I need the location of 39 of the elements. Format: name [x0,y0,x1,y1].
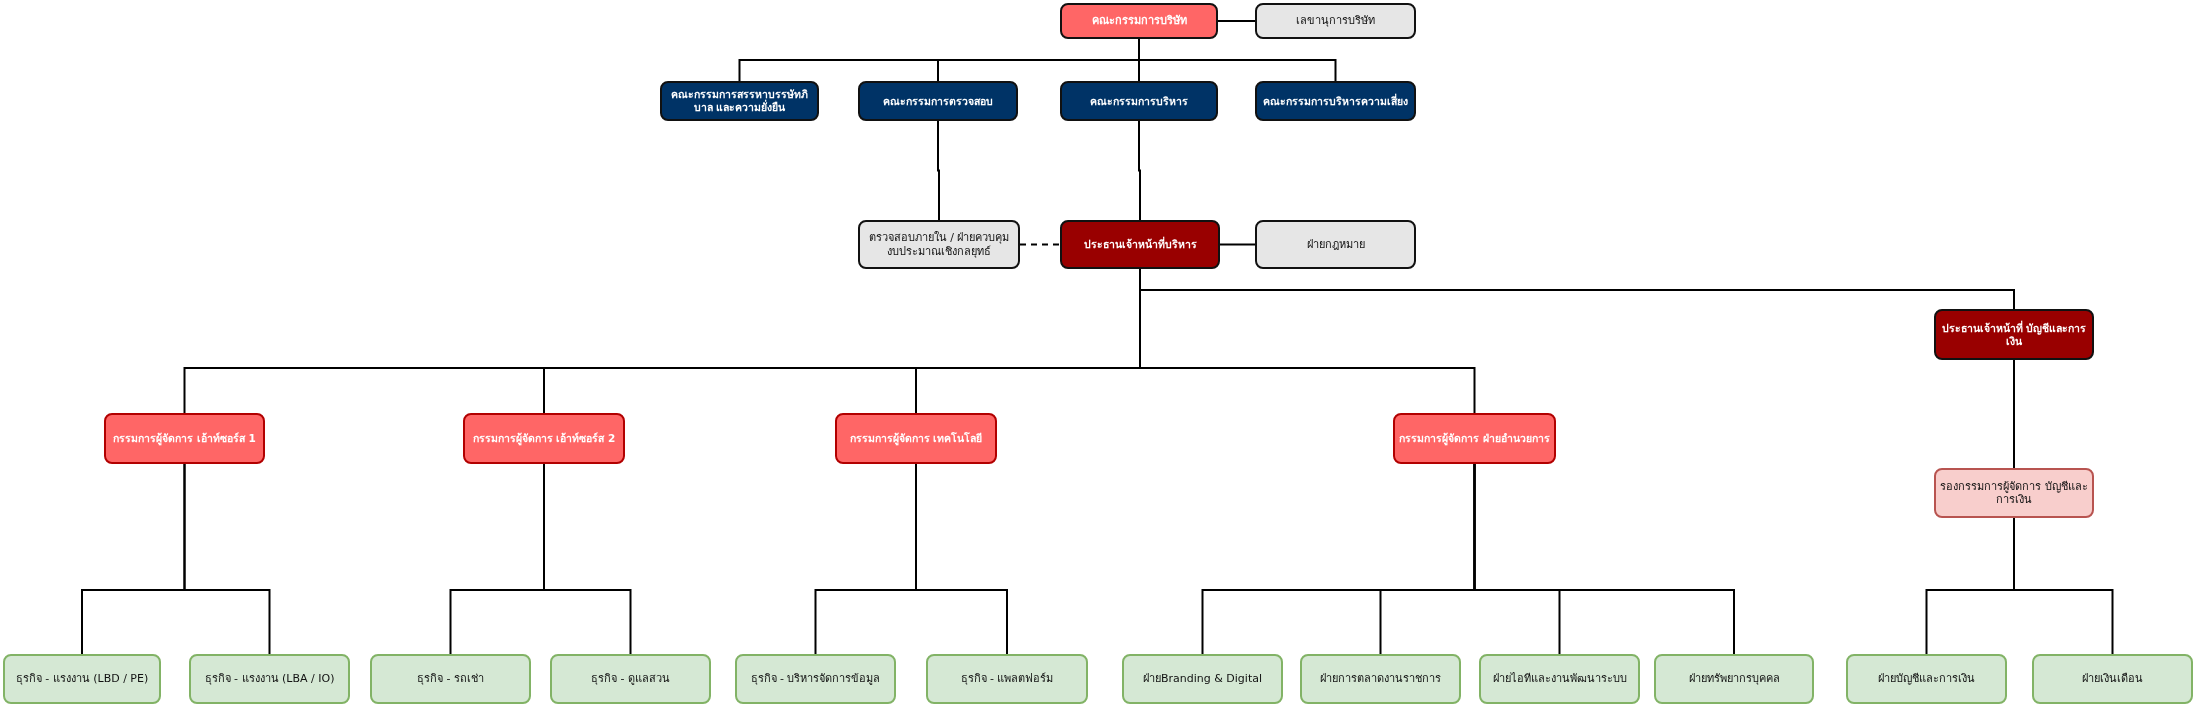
connector-line [1217,20,1256,22]
director-box: กรรมการผู้จัดการ ฝ่ายอำนวยการ [1393,413,1556,464]
connector-line [2013,517,2114,655]
executive-box: ประธานเจ้าหน้าที่ บัญชีและการเงิน [1934,309,2094,360]
connector-line [2013,359,2015,469]
department-box: ธุรกิจ - แพลตฟอร์ม [926,654,1088,704]
connector-line [915,463,1008,655]
department-box: ฝ่ายเงินเดือน [2032,654,2193,704]
dashed-connector [1019,243,1061,246]
department-box: ฝ่ายไอทีและงานพัฒนาระบบ [1479,654,1640,704]
connector-line [937,120,940,221]
department-box: ธุรกิจ - ดูแลสวน [550,654,711,704]
committee-box: คณะกรรมการสรรหาบรรษัทภิบาล และความยั่งยืน [660,81,819,121]
board-box: คณะกรรมการบริษัท [1060,3,1218,39]
department-box: ธุรกิจ - รถเช่า [370,654,531,704]
executive-box: ประธานเจ้าหน้าที่บริหาร [1060,220,1220,269]
deputy-box: รองกรรมการผู้จัดการ บัญชีและการเงิน [1934,468,2094,518]
director-box: กรรมการผู้จัดการ เทคโนโลยี [835,413,997,464]
committee-box: คณะกรรมการตรวจสอบ [858,81,1018,121]
committee-box: คณะกรรมการบริหาร [1060,81,1218,121]
department-box: ฝ่ายบัญชีและการเงิน [1846,654,2007,704]
department-box: ฝ่ายBranding & Digital [1122,654,1283,704]
department-box: ฝ่ายการตลาดงานราชการ [1300,654,1461,704]
committee-box: คณะกรรมการบริหารความเสี่ยง [1255,81,1416,121]
unit-box: เลขานุการบริษัท [1255,3,1416,39]
department-box: ธุรกิจ - แรงงาน (LBA / IO) [189,654,350,704]
director-box: กรรมการผู้จัดการ เอ้าท์ซอร์ส 2 [463,413,625,464]
unit-box: ฝ่ายกฎหมาย [1255,220,1416,269]
connector-line [183,463,271,655]
director-box: กรรมการผู้จัดการ เอ้าท์ซอร์ส 1 [104,413,265,464]
department-box: ธุรกิจ - แรงงาน (LBD / PE) [3,654,161,704]
connector-line [543,463,632,655]
unit-box: ตรวจสอบภายใน / ฝ่ายควบคุม งบประมาณเชิงกลยุทธ์ [858,220,1020,269]
connector-line [1473,463,1735,655]
connector-line [1138,38,1337,82]
department-box: ฝ่ายทรัพยากรบุคคล [1654,654,1814,704]
department-box: ธุรกิจ - บริหารจัดการข้อมูล [735,654,896,704]
connector-line [1138,120,1141,221]
connector-line [1219,243,1256,246]
